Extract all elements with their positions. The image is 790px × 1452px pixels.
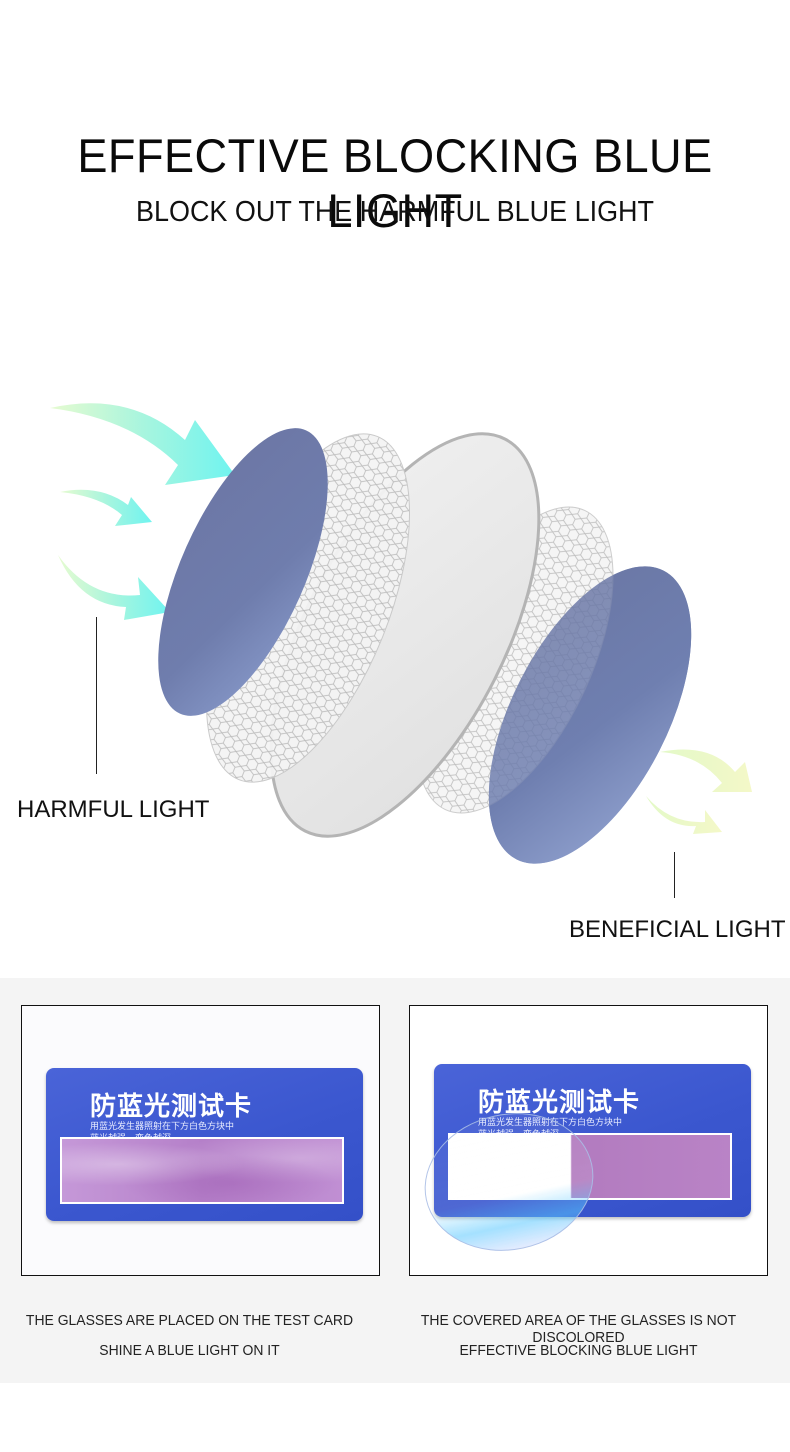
card-title: 防蓝光测试卡: [90, 1091, 253, 1121]
left-caption-line2: SHINE A BLUE LIGHT ON IT: [99, 1342, 280, 1359]
lens-layers-illustration: HARMFUL LIGHT BENEFICIAL LIGHT: [0, 380, 790, 960]
harmful-callout-line: [96, 617, 97, 774]
outgoing-arrow-icon: [646, 749, 752, 834]
test-card-photo-before: 防蓝光测试卡 用蓝光发生器照射在下方白色方块中 蓝光越强，变色越深: [21, 1005, 380, 1276]
harmful-light-label: HARMFUL LIGHT: [17, 796, 210, 823]
left-caption-line1: THE GLASSES ARE PLACED ON THE TEST CARD: [25, 1312, 354, 1329]
right-caption-line1: THE COVERED AREA OF THE GLASSES IS NOT D…: [420, 1312, 737, 1346]
card-title: 防蓝光测试卡: [478, 1087, 641, 1117]
test-card-photo-after: 防蓝光测试卡 用蓝光发生器照射在下方白色方块中 蓝光越强，变色越深: [409, 1005, 768, 1276]
beneficial-light-label: BENEFICIAL LIGHT: [569, 916, 786, 943]
photochromic-strip: [60, 1137, 344, 1204]
right-caption-line2: EFFECTIVE BLOCKING BLUE LIGHT: [459, 1342, 698, 1359]
beneficial-callout-line: [674, 852, 675, 898]
incoming-arrow-icon: [50, 403, 235, 620]
blue-light-test-card: 防蓝光测试卡 用蓝光发生器照射在下方白色方块中 蓝光越强，变色越深: [46, 1068, 363, 1221]
page-subtitle: BLOCK OUT THE HARMFUL BLUE LIGHT: [135, 196, 655, 228]
page-title: EFFECTIVE BLOCKING BLUE LIGHT: [77, 129, 713, 237]
test-card-section: 防蓝光测试卡 用蓝光发生器照射在下方白色方块中 蓝光越强，变色越深 防蓝光测试卡…: [0, 978, 790, 1383]
card-desc-line1: 用蓝光发生器照射在下方白色方块中: [90, 1121, 235, 1131]
